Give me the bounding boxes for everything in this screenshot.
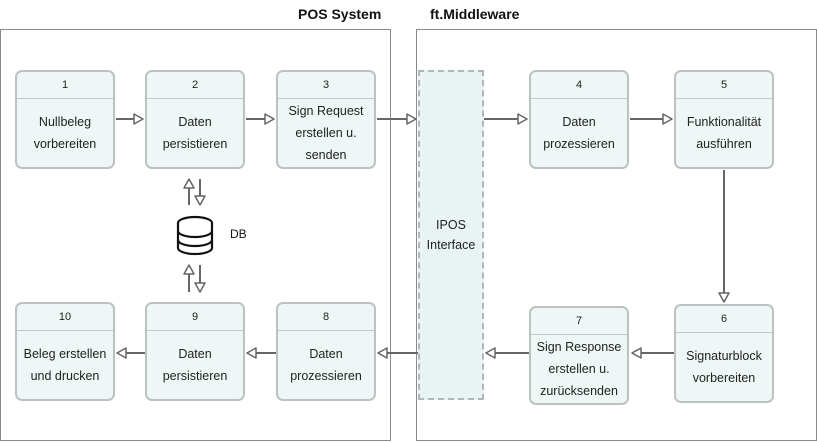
step-7-box: 7 Sign Response erstellen u. zurücksende… (529, 306, 629, 405)
step-1-number: 1 (17, 72, 113, 99)
step-9-number: 9 (147, 304, 243, 331)
middleware-lane-title: ft.Middleware (430, 6, 520, 22)
step-8-box: 8 Daten prozessieren (276, 302, 376, 401)
step-8-number: 8 (278, 304, 374, 331)
step-5-box: 5 Funktionalität ausführen (674, 70, 774, 169)
step-5-number: 5 (676, 72, 772, 99)
step-10-label: Beleg erstellen und drucken (23, 346, 107, 383)
step-1-box: 1 Nullbeleg vorbereiten (15, 70, 115, 169)
step-4-label: Daten prozessieren (543, 114, 615, 151)
step-4-number: 4 (531, 72, 627, 99)
step-6-box: 6 Signaturblock vorbereiten (674, 304, 774, 403)
step-9-label: Daten persistieren (162, 346, 228, 383)
step-10-box: 10 Beleg erstellen und drucken (15, 302, 115, 401)
step-3-number: 3 (278, 72, 374, 99)
step-2-number: 2 (147, 72, 243, 99)
step-2-box: 2 Daten persistieren (145, 70, 245, 169)
step-6-number: 6 (676, 306, 772, 333)
step-7-number: 7 (531, 308, 627, 335)
step-5-label: Funktionalität ausführen (686, 114, 762, 151)
step-1-label: Nullbeleg vorbereiten (33, 114, 97, 151)
step-3-label: Sign Request erstellen u. senden (288, 103, 364, 162)
step-4-box: 4 Daten prozessieren (529, 70, 629, 169)
step-6-label: Signaturblock vorbereiten (686, 348, 762, 385)
pos-lane-title: POS System (298, 6, 382, 22)
step-10-number: 10 (17, 304, 113, 331)
step-2-label: Daten persistieren (162, 114, 228, 151)
step-8-label: Daten prozessieren (290, 346, 362, 383)
db-label: DB (230, 227, 247, 241)
step-9-box: 9 Daten persistieren (145, 302, 245, 401)
step-3-box: 3 Sign Request erstellen u. senden (276, 70, 376, 169)
database-icon (176, 215, 214, 256)
step-7-label: Sign Response erstellen u. zurücksenden (536, 339, 622, 398)
ipos-interface: IPOS Interface (418, 70, 484, 400)
